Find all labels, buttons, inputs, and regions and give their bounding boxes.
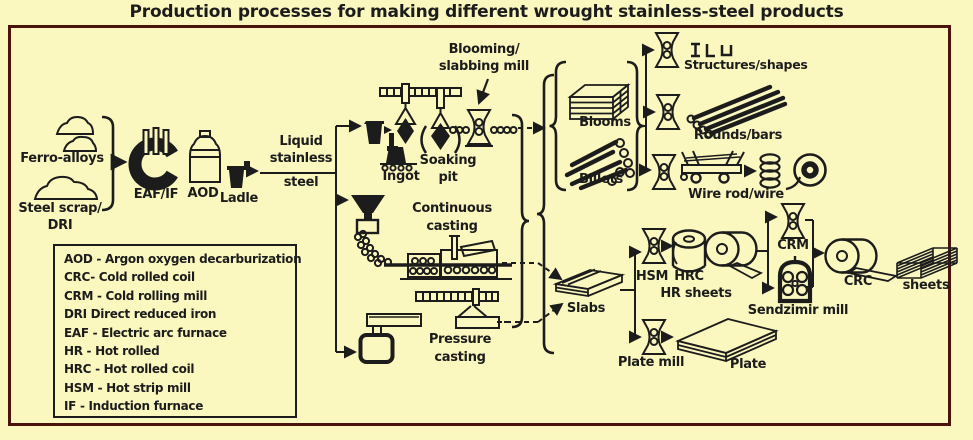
structural-shapes-icon [691, 42, 733, 58]
label-soaking-2: pit [438, 170, 458, 185]
label-wire: Wire rod/wire [688, 187, 784, 202]
crm-mill-icon [781, 203, 805, 239]
label-continuous-1: Continuous [412, 201, 492, 216]
rounds-bars-icon [686, 84, 788, 139]
pressure-caster-icon [358, 313, 422, 364]
routes-merge-braces [511, 73, 555, 355]
ladle-icon [227, 161, 250, 188]
legend-item: HSM - Hot strip mill [64, 380, 191, 395]
crane-icon [379, 83, 462, 144]
soaking-pit-icon [420, 108, 461, 154]
label-ferro-alloys: Ferro-alloys [20, 151, 104, 166]
dashed-to-semis [497, 121, 564, 323]
aod-vessel-icon [189, 130, 221, 183]
label-plate-mill: Plate mill [617, 355, 685, 370]
slab-split-lines [620, 245, 642, 344]
hrc-coil-icon [671, 229, 707, 273]
blooms-icon [567, 83, 631, 120]
legend-box: AOD - Argon oxygen decarburization CRC- … [53, 244, 302, 418]
label-steel-scrap: Steel scrap/ [18, 201, 102, 216]
legend-item: AOD - Argon oxygen decarburization [64, 252, 302, 266]
label-pressure-1: Pressure [428, 332, 492, 347]
label-sheets: sheets [902, 278, 950, 293]
rounds-mill-icon [656, 94, 680, 130]
ferro-alloys-icon [55, 115, 98, 152]
wire-coil-icon [759, 153, 781, 189]
label-slabs: Slabs [566, 301, 606, 316]
legend-item: IF - Induction furnace [64, 399, 204, 414]
legend-item: CRC- Cold rolled coil [64, 270, 195, 285]
label-liquid-3: steel [283, 175, 319, 190]
structures-mill-icon [655, 32, 679, 68]
label-crm: CRM [777, 238, 809, 253]
hsm-mill-icon [642, 228, 674, 264]
slabs-icon [552, 268, 626, 298]
wire-cart-icon [680, 150, 757, 184]
eaf-icon [128, 127, 178, 191]
pouring-ladle-icon [364, 121, 398, 151]
wire-mill-icon [652, 154, 676, 190]
label-soaking-1: Soaking [419, 153, 477, 168]
label-blooming-2: slabbing mill [438, 59, 530, 74]
legend-item: HR - Hot rolled [64, 344, 160, 359]
cold-mill-merge-lines [805, 219, 825, 288]
legend-item: EAF - Electric arc furnace [64, 325, 227, 340]
label-liquid-2: stainless [269, 151, 333, 166]
steel-scrap-icon [33, 175, 99, 200]
continuous-caster-icon [351, 195, 512, 280]
sendzimir-mill-icon [777, 256, 813, 304]
sheets-icon [896, 247, 958, 279]
plate-icon [675, 318, 779, 363]
wire-spool-icon [785, 153, 827, 191]
label-sendzimir: Sendzimir mill [747, 303, 849, 318]
label-eaf-if: EAF/IF [133, 187, 179, 202]
label-pressure-2: casting [434, 350, 486, 365]
products-fanout-lines [638, 43, 656, 177]
blooming-mill-icon [449, 78, 518, 147]
connector-lines [245, 119, 362, 359]
label-billets: Billets [579, 172, 623, 187]
legend-item: DRI Direct reduced iron [64, 307, 217, 322]
pressure-crane-icon [415, 288, 500, 329]
label-dri: DRI [47, 218, 73, 233]
plate-mill-icon [642, 319, 674, 355]
label-aod: AOD [187, 186, 219, 201]
legend-item: HRC - Hot rolled coil [64, 362, 195, 377]
label-hrc: HRC [674, 269, 704, 284]
label-structures: Structures/shapes [684, 57, 808, 72]
label-ingot: Ingot [382, 169, 420, 184]
inputs-brace [101, 115, 128, 212]
label-hsm: HSM [635, 269, 669, 284]
label-rounds: Rounds/bars [693, 128, 783, 143]
hr-coil-icon [704, 231, 764, 280]
cold-mill-split-lines [757, 210, 778, 295]
ingot-car-icon [380, 147, 417, 172]
label-liquid-1: Liquid [279, 134, 323, 149]
label-plate: Plate [729, 357, 767, 372]
legend-item: CRM - Cold rolling mill [64, 288, 208, 303]
label-hr-sheets: HR sheets [660, 286, 732, 301]
label-blooms: Blooms [579, 115, 631, 130]
label-blooming-1: Blooming/ [448, 42, 520, 57]
label-crc: CRC [843, 274, 873, 289]
crc-coil-icon [824, 238, 899, 282]
billets-icon [564, 138, 635, 191]
label-ladle: Ladle [219, 191, 259, 206]
label-continuous-2: casting [426, 219, 478, 234]
page-title: Production processes for making differen… [129, 2, 844, 22]
diagram-frame [8, 25, 951, 426]
